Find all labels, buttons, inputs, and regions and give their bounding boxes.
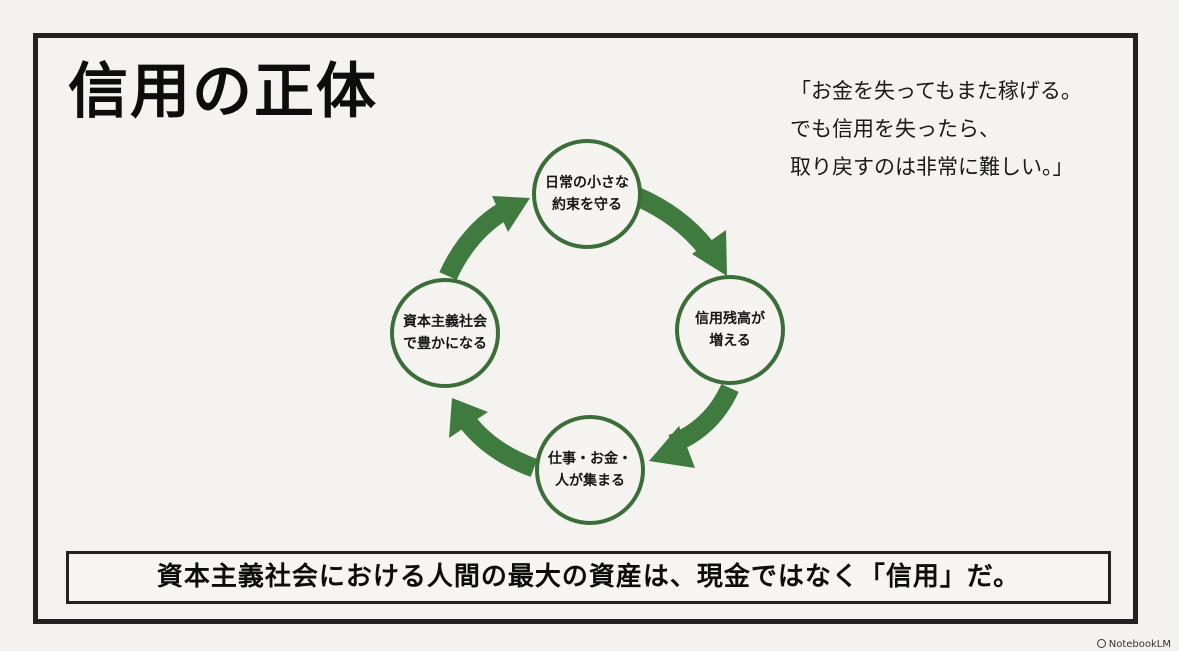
conclusion-banner: 資本主義社会における人間の最大の資産は、現金ではなく「信用」だ。 (66, 551, 1111, 604)
arrow-head-top-to-right (692, 230, 727, 276)
arrow-top-to-right (632, 187, 714, 255)
node-label: 増える (709, 333, 751, 349)
node-label: 資本主義社会 (403, 314, 487, 330)
quote-line: 取り戻すのは非常に難しい。」 (790, 155, 1074, 179)
node-circle-credit-balance (675, 275, 785, 385)
arrow-head-right-to-bottom (649, 426, 695, 468)
arrow-head-bottom-to-left (449, 398, 488, 438)
node-label: 仕事・お金・ (548, 451, 632, 467)
node-label: で豊かになる (403, 336, 487, 352)
arrow-bottom-to-left (458, 414, 538, 477)
cycle-nodes (390, 139, 785, 525)
slide-frame (33, 33, 1138, 624)
quote-line: でも信用を失ったら、 (790, 117, 1000, 141)
node-label: 約束を守る (552, 197, 622, 213)
node-label: 人が集まる (555, 473, 625, 489)
node-circle-keep-promises (532, 139, 642, 249)
node-circle-prosper (390, 278, 500, 388)
quote-block: 「お金を失ってもまた稼げる。 でも信用を失ったら、 取り戻すのは非常に難しい。」 (790, 72, 1130, 186)
node-gather: 仕事・お金・ 人が集まる (535, 448, 645, 492)
page-title: 信用の正体 (68, 57, 378, 127)
node-circle-gather (535, 415, 645, 525)
notebooklm-logo-icon (1096, 639, 1106, 648)
quote-line: 「お金を失ってもまた稼げる。 (790, 79, 1082, 103)
node-label: 信用残高が (695, 311, 765, 327)
node-label: 日常の小さな (545, 175, 629, 191)
arrow-head-left-to-top (492, 196, 530, 232)
watermark-label: NotebookLM (1108, 639, 1171, 650)
watermark: NotebookLM (1096, 639, 1171, 651)
node-keep-promises: 日常の小さな 約束を守る (532, 172, 642, 216)
node-credit-balance: 信用残高が 増える (675, 308, 785, 352)
arrow-left-to-top (439, 201, 511, 281)
cycle-arrows (439, 187, 739, 477)
node-prosper: 資本主義社会 で豊かになる (390, 311, 500, 355)
